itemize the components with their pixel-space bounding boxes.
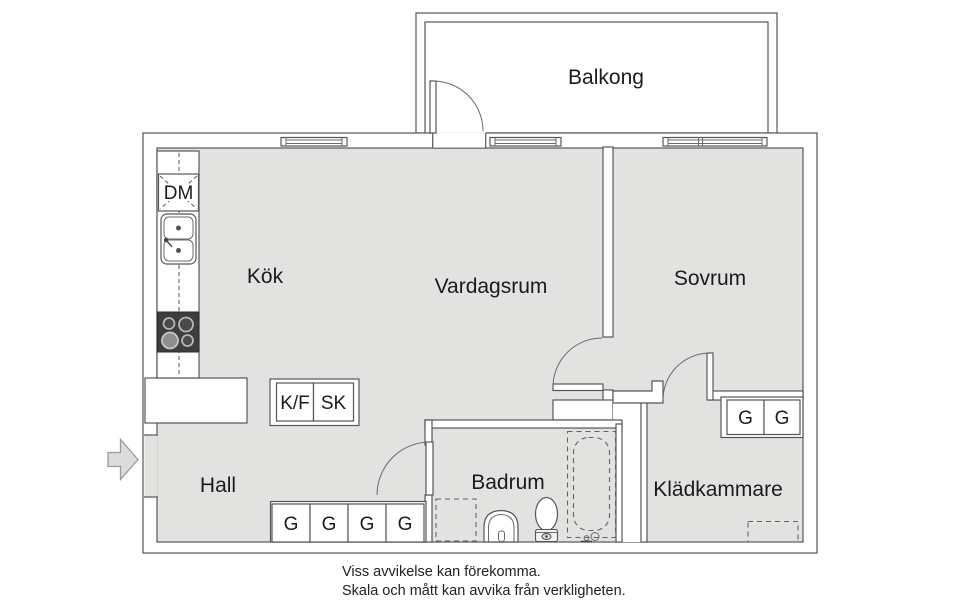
wardrobe-cell	[271, 503, 311, 543]
label-backing	[165, 184, 192, 201]
sink-basin	[163, 216, 194, 240]
balcony	[415, 12, 778, 134]
sink-basin	[163, 239, 194, 262]
room-label-hall: Hall	[200, 474, 236, 497]
room-label-balkong: Balkong	[568, 66, 644, 89]
wardrobe-cell	[763, 399, 801, 436]
stove-burner	[161, 331, 179, 350]
door-swing-arc	[552, 337, 603, 388]
dishwasher-label: DM	[164, 183, 194, 204]
dishwasher: DM	[157, 173, 200, 212]
bathroom-fixtures	[435, 430, 617, 543]
wardrobe-label: G	[322, 514, 337, 535]
wardrobe-row-hall: G G G G	[269, 500, 427, 543]
room-labels: Balkong Kök Vardagsrum Sovrum Hall Badru…	[200, 66, 783, 501]
sink-drain	[176, 225, 181, 231]
wall-closet-west	[640, 401, 648, 543]
shaft	[622, 428, 642, 542]
wall-bathroom-west-upper	[424, 419, 433, 446]
wardrobe-label: G	[360, 514, 375, 535]
cabinet-box	[312, 382, 355, 422]
sink-inner	[488, 513, 515, 542]
fridge-freezer-label: K/F	[280, 393, 310, 414]
window-frame	[662, 136, 768, 147]
toilet-button-dot	[545, 535, 548, 538]
entrance-gap	[144, 435, 158, 497]
sink-faucet-spout	[165, 239, 173, 248]
balcony-inner-wall	[424, 21, 769, 134]
fridge-freezer-cabinet: K/F SK	[269, 378, 360, 427]
door-swing-arc	[376, 441, 431, 496]
toilet	[534, 496, 559, 543]
door-leaf	[552, 383, 604, 392]
kitchen-counter: DM	[156, 150, 200, 379]
door-closet	[662, 352, 714, 401]
room-label-sovrum: Sovrum	[674, 267, 746, 290]
wardrobe-label: G	[284, 514, 299, 535]
disclaimer-line-2: Skala och mått kan avvika från verklighe…	[342, 583, 626, 599]
room-label-kladkammare: Klädkammare	[653, 478, 783, 501]
fridge-freezer-box	[275, 382, 315, 422]
door-opening	[432, 132, 486, 149]
door-bathroom	[376, 441, 434, 496]
wardrobe-label: G	[398, 514, 413, 535]
wardrobe-cell	[309, 503, 349, 543]
stove-burner	[181, 334, 194, 347]
bathtub-inner-dashed	[572, 436, 611, 532]
cabinet-label: SK	[321, 393, 347, 414]
wardrobe-label: G	[738, 408, 753, 429]
door-leaf	[706, 352, 714, 401]
wall-hall-kitchen	[144, 377, 248, 424]
window-bedroom	[662, 136, 768, 147]
wall-livingroom-bedroom	[602, 146, 614, 338]
entrance-arrow-icon	[107, 437, 139, 482]
door-livingroom-bedroom	[552, 337, 604, 392]
wardrobe-cell	[385, 503, 425, 543]
interior-walls	[144, 146, 804, 543]
window-livingroom	[489, 136, 562, 147]
window-frame	[280, 136, 348, 147]
door-swing-arc	[662, 352, 711, 401]
apartment-floor	[156, 147, 804, 543]
storage-dashed-area	[747, 520, 799, 543]
bathtub-faucet	[583, 535, 590, 541]
sink-bowl	[483, 509, 519, 543]
wall-bathroom-east	[615, 423, 623, 543]
disclaimer-line-1: Viss avvikelse kan förekomma.	[342, 564, 541, 580]
sink-tap	[498, 530, 505, 542]
bathtub	[566, 430, 617, 543]
wardrobe-label: G	[775, 408, 790, 429]
bathtub-outline-dashed	[566, 430, 617, 539]
kitchen-sink	[160, 213, 197, 265]
window-kitchen	[280, 136, 348, 147]
room-label-kok: Kök	[247, 265, 284, 288]
disclaimer: Viss avvikelse kan förekomma. Skala och …	[342, 564, 626, 599]
bathtub-faucet	[590, 532, 600, 541]
bathroom-sink	[483, 509, 519, 543]
toilet-bowl	[534, 496, 559, 532]
wall-bedroom-south-west	[612, 380, 664, 404]
room-label-badrum: Badrum	[471, 471, 545, 494]
stove-burner	[178, 316, 194, 333]
washer-space-dashed	[435, 498, 477, 542]
wall-segment	[552, 399, 614, 421]
sink-drain	[176, 248, 181, 253]
balcony-door	[429, 80, 487, 149]
stove-burner	[162, 317, 176, 330]
wardrobe-row-closet: G G	[720, 396, 804, 439]
room-label-vardagsrum: Vardagsrum	[435, 275, 548, 298]
door-leaf	[425, 441, 434, 496]
window-frame	[489, 136, 562, 147]
wardrobe-cell	[726, 399, 765, 436]
stove	[157, 311, 200, 353]
door-leaf	[429, 80, 437, 134]
entrance-opening	[144, 434, 158, 498]
door-swing-arc	[432, 80, 484, 132]
wall-bathroom-north	[424, 419, 623, 429]
